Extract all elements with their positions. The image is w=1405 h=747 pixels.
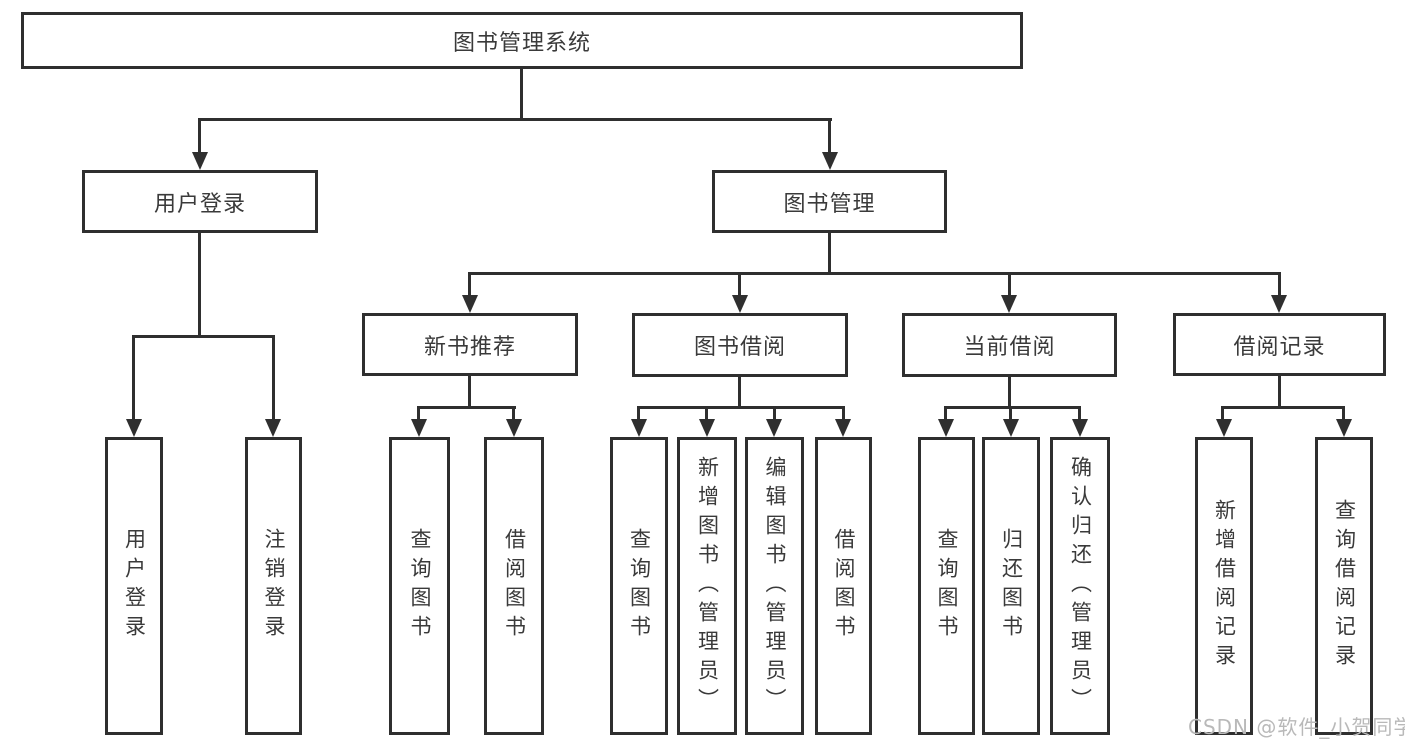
- arrowhead-down: [766, 419, 782, 437]
- leaf-book-borrow-query: 查询图书: [610, 437, 668, 735]
- arrowhead-down: [938, 419, 954, 437]
- arrowhead-down: [1216, 419, 1232, 437]
- connector-stem-leaf: [842, 406, 845, 421]
- node-current-borrow-label: 当前借阅: [963, 335, 1056, 360]
- connector-book-mgmt-bar: [468, 272, 1281, 275]
- connector-user-login-stem: [198, 233, 201, 338]
- node-book-mgmt: 图书管理: [712, 170, 947, 233]
- csdn-watermark: CSDN @软件_小贺同学: [1188, 715, 1405, 739]
- arrowhead-down: [126, 419, 142, 437]
- node-user-login: 用户登录: [82, 170, 318, 233]
- node-borrow-records-label: 借阅记录: [1233, 334, 1326, 360]
- arrowhead-down: [411, 419, 427, 437]
- arrowhead-down: [1271, 295, 1287, 313]
- arrowhead-down: [1001, 295, 1017, 313]
- leaf-current-borrow-confirm-label: 确认归还（管理员）: [1068, 455, 1093, 717]
- leaf-current-borrow-return: 归还图书: [982, 437, 1040, 735]
- connector-book-mgmt-stem: [828, 233, 831, 275]
- leaf-new-books-borrow: 借阅图书: [484, 437, 544, 735]
- connector-book-borrow-stem: [738, 377, 741, 409]
- connector-book-borrow-bar: [637, 406, 845, 409]
- node-new-books-label: 新书推荐: [423, 334, 516, 360]
- connector-stem-user-login: [198, 121, 201, 154]
- connector-root-stem: [520, 69, 523, 121]
- leaf-new-books-borrow-label: 借阅图书: [502, 528, 527, 644]
- leaf-logout: 注销登录: [245, 437, 302, 735]
- arrowhead-down: [631, 419, 647, 437]
- node-user-login-label: 用户登录: [153, 191, 246, 217]
- connector-stem-leaf: [1342, 406, 1345, 421]
- connector-borrow-records-bar: [1221, 406, 1345, 409]
- leaf-book-borrow-borrow: 借阅图书: [815, 437, 872, 735]
- arrowhead-down: [732, 295, 748, 313]
- connector-stem-leaf: [417, 406, 420, 421]
- connector-stem-leaf: [1221, 406, 1224, 421]
- connector-user-login-bar: [132, 335, 275, 338]
- arrowhead-down: [265, 419, 281, 437]
- connector-stem-leaf: [1078, 406, 1081, 421]
- leaf-current-borrow-confirm: 确认归还（管理员）: [1050, 437, 1110, 735]
- connector-stem-leaf: [773, 406, 776, 421]
- leaf-new-books-query-label: 查询图书: [408, 528, 432, 644]
- leaf-book-borrow-edit-label: 编辑图书（管理员）: [763, 455, 787, 717]
- node-book-borrow: 图书借阅: [632, 313, 848, 377]
- connector-current-borrow-stem: [1008, 377, 1011, 409]
- connector-stem-book-mgmt: [828, 121, 831, 154]
- node-current-borrow: 当前借阅: [902, 313, 1117, 377]
- node-root: 图书管理系统: [21, 12, 1023, 69]
- arrowhead-down: [822, 152, 838, 170]
- leaf-book-borrow-edit: 编辑图书（管理员）: [745, 437, 804, 735]
- connector-borrow-records-stem: [1278, 376, 1281, 409]
- connector-stem-leaf: [705, 406, 708, 421]
- leaf-book-borrow-add-label: 新增图书（管理员）: [695, 455, 720, 717]
- connector-current-borrow-bar: [944, 406, 1081, 409]
- leaf-logout-label: 注销登录: [262, 528, 286, 644]
- leaf-records-add: 新增借阅记录: [1195, 437, 1253, 735]
- connector-stem-leaf: [1009, 406, 1012, 421]
- leaf-book-borrow-add: 新增图书（管理员）: [677, 437, 737, 735]
- connector-root-bar: [198, 118, 832, 121]
- connector-new-books-bar: [417, 406, 516, 409]
- leaf-user-login-label: 用户登录: [122, 528, 147, 644]
- connector-stem-new-books: [468, 275, 471, 297]
- leaf-book-borrow-query-label: 查询图书: [627, 528, 652, 644]
- arrowhead-down: [462, 295, 478, 313]
- arrowhead-down: [192, 152, 208, 170]
- leaf-current-borrow-query-label: 查询图书: [935, 528, 959, 644]
- connector-stem-leaf: [272, 335, 275, 421]
- arrowhead-down: [835, 419, 851, 437]
- connector-new-books-stem: [468, 376, 471, 409]
- node-new-books: 新书推荐: [362, 313, 578, 376]
- arrowhead-down: [1072, 419, 1088, 437]
- arrowhead-down: [506, 419, 522, 437]
- leaf-records-add-label: 新增借阅记录: [1212, 499, 1237, 673]
- connector-stem-leaf: [132, 335, 135, 421]
- connector-stem-leaf: [944, 406, 947, 421]
- connector-stem-leaf: [512, 406, 515, 421]
- connector-stem-leaf: [637, 406, 640, 421]
- arrowhead-down: [1003, 419, 1019, 437]
- connector-stem-borrow-records: [1278, 275, 1281, 297]
- node-book-mgmt-label: 图书管理: [783, 191, 876, 217]
- leaf-current-borrow-return-label: 归还图书: [999, 528, 1024, 644]
- connector-stem-current-borrow: [1008, 275, 1011, 297]
- leaf-user-login: 用户登录: [105, 437, 163, 735]
- leaf-records-query-label: 查询借阅记录: [1332, 499, 1357, 673]
- node-root-label: 图书管理系统: [452, 30, 591, 56]
- node-borrow-records: 借阅记录: [1173, 313, 1386, 376]
- arrowhead-down: [699, 419, 715, 437]
- arrowhead-down: [1336, 419, 1352, 437]
- connector-stem-book-borrow: [738, 275, 741, 297]
- leaf-current-borrow-query: 查询图书: [918, 437, 975, 735]
- leaf-new-books-query: 查询图书: [389, 437, 450, 735]
- leaf-records-query: 查询借阅记录: [1315, 437, 1373, 735]
- node-book-borrow-label: 图书借阅: [693, 335, 786, 360]
- leaf-book-borrow-borrow-label: 借阅图书: [832, 528, 856, 644]
